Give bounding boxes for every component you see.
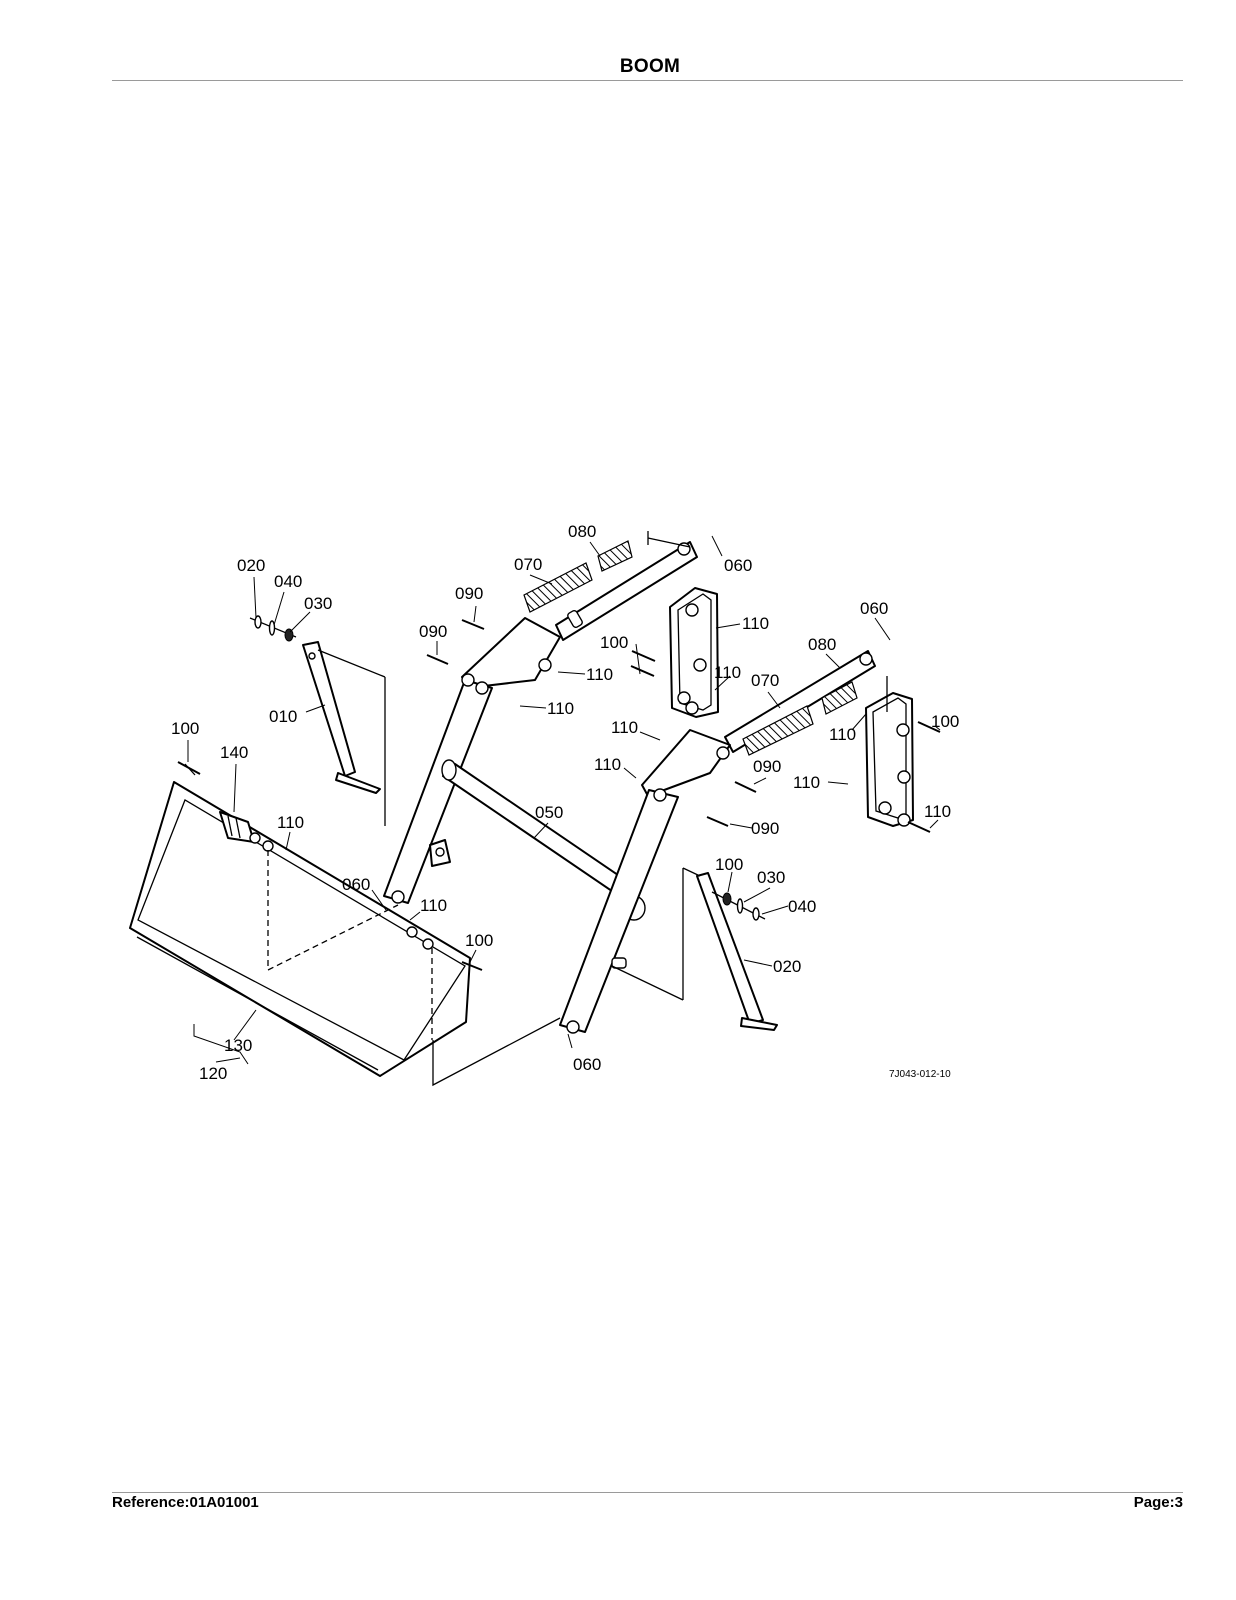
callout-label: 110 xyxy=(611,718,638,737)
callout-label: 100 xyxy=(715,855,743,874)
right-stand-hardware xyxy=(711,891,766,921)
callout-label: 100 xyxy=(600,633,628,652)
callout-label: 060 xyxy=(342,875,370,894)
callout-label: 010 xyxy=(269,707,297,726)
callout-label: 080 xyxy=(568,522,596,541)
callout-label: 100 xyxy=(931,712,959,731)
figure-code: 7J043-012-10 xyxy=(889,1069,951,1080)
callout-label: 120 xyxy=(199,1064,227,1083)
callout-label: 070 xyxy=(751,671,779,690)
right-upper-bracket xyxy=(865,676,914,827)
bucket xyxy=(129,763,561,1087)
left-stand xyxy=(302,641,386,826)
callout-label: 020 xyxy=(773,957,801,976)
left-upper-bracket xyxy=(647,531,719,718)
callout-label: 100 xyxy=(465,931,493,950)
callout-label: 110 xyxy=(742,614,769,633)
callout-label: 090 xyxy=(753,757,781,776)
footer-reference: Reference:01A01001 xyxy=(112,1494,259,1511)
callout-label: 100 xyxy=(171,719,199,738)
callout-label: 090 xyxy=(419,622,447,641)
callout-label: 090 xyxy=(455,584,483,603)
right-boom-arm xyxy=(559,650,876,1034)
callout-label: 090 xyxy=(751,819,779,838)
page-title: BOOM xyxy=(619,56,681,77)
callout-labels: 020 040 030 010 100 140 110 060 110 100 … xyxy=(171,522,959,1083)
callout-label: 140 xyxy=(220,743,248,762)
callout-label: 020 xyxy=(237,556,265,575)
callout-label: 110 xyxy=(277,813,304,832)
callout-label: 050 xyxy=(535,803,563,822)
left-boom-arm xyxy=(383,540,698,904)
callout-label: 030 xyxy=(757,868,785,887)
callout-label: 110 xyxy=(793,773,820,792)
callout-label: 030 xyxy=(304,594,332,613)
callout-label: 110 xyxy=(547,699,574,718)
callout-label: 040 xyxy=(274,572,302,591)
callout-label: 110 xyxy=(586,665,613,684)
header-divider xyxy=(112,80,1183,81)
callout-label: 130 xyxy=(224,1036,252,1055)
callout-label: 110 xyxy=(924,802,951,821)
callout-label: 110 xyxy=(714,663,741,682)
callout-label: 060 xyxy=(573,1055,601,1074)
callout-label: 110 xyxy=(420,896,447,915)
callout-label: 110 xyxy=(829,725,856,744)
pins xyxy=(177,619,941,971)
callout-label: 070 xyxy=(514,555,542,574)
callout-label: 040 xyxy=(788,897,816,916)
right-stand xyxy=(611,867,778,1031)
leader-lines xyxy=(187,535,941,1065)
footer-divider xyxy=(112,1492,1183,1493)
callout-label: 080 xyxy=(808,635,836,654)
left-stand-hardware xyxy=(249,615,297,642)
callout-label: 060 xyxy=(860,599,888,618)
callout-label: 060 xyxy=(724,556,752,575)
footer-page-number: Page:3 xyxy=(1133,1494,1183,1511)
callout-label: 110 xyxy=(594,755,621,774)
